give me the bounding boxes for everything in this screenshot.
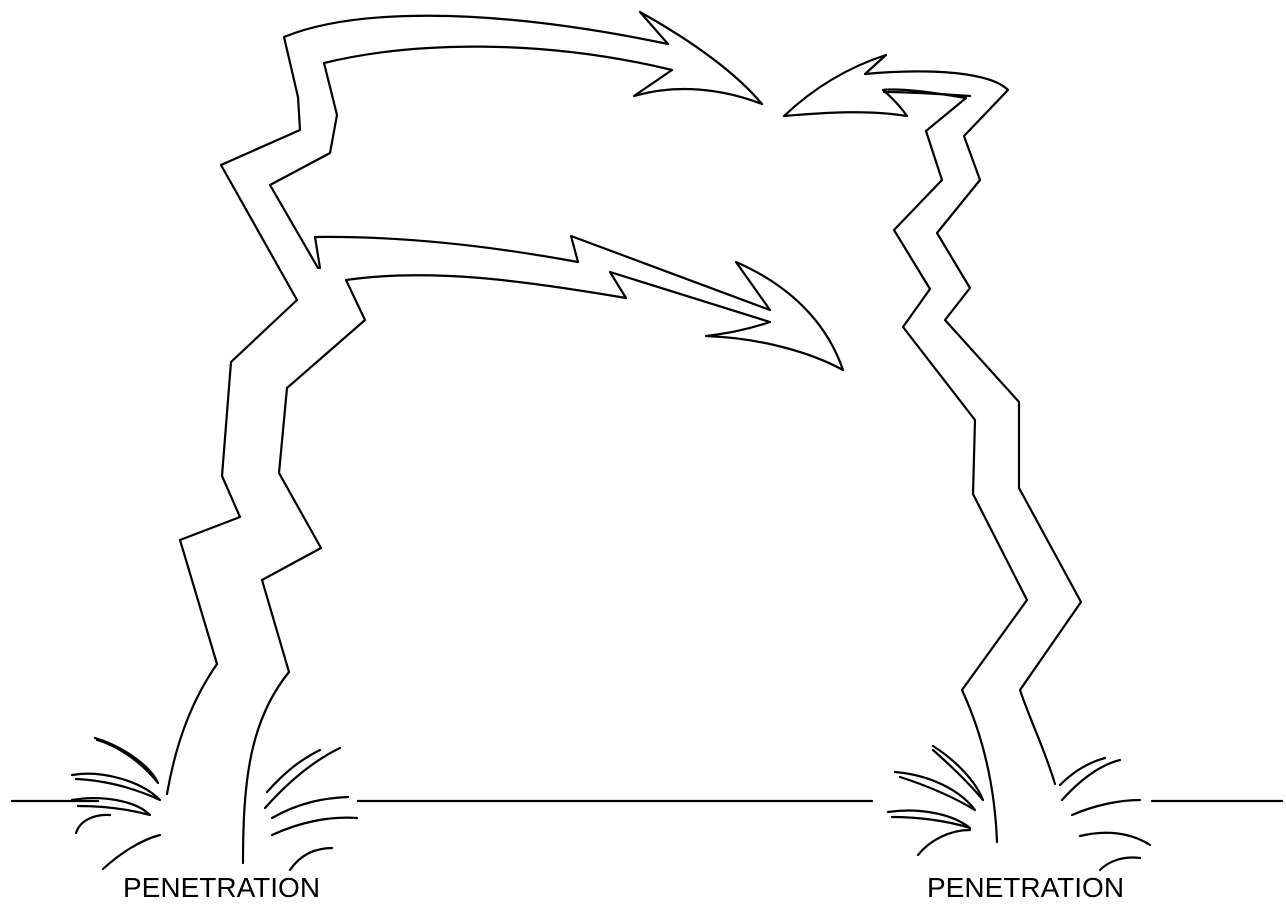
right-grass-tuft	[888, 746, 1150, 870]
left-grass-tuft	[72, 738, 357, 870]
penetration-label-right: PENETRATION	[927, 872, 1124, 904]
right-lightning-bolt	[784, 55, 1081, 842]
left-lightning-bolt	[167, 12, 843, 863]
penetration-label-left: PENETRATION	[123, 872, 320, 904]
